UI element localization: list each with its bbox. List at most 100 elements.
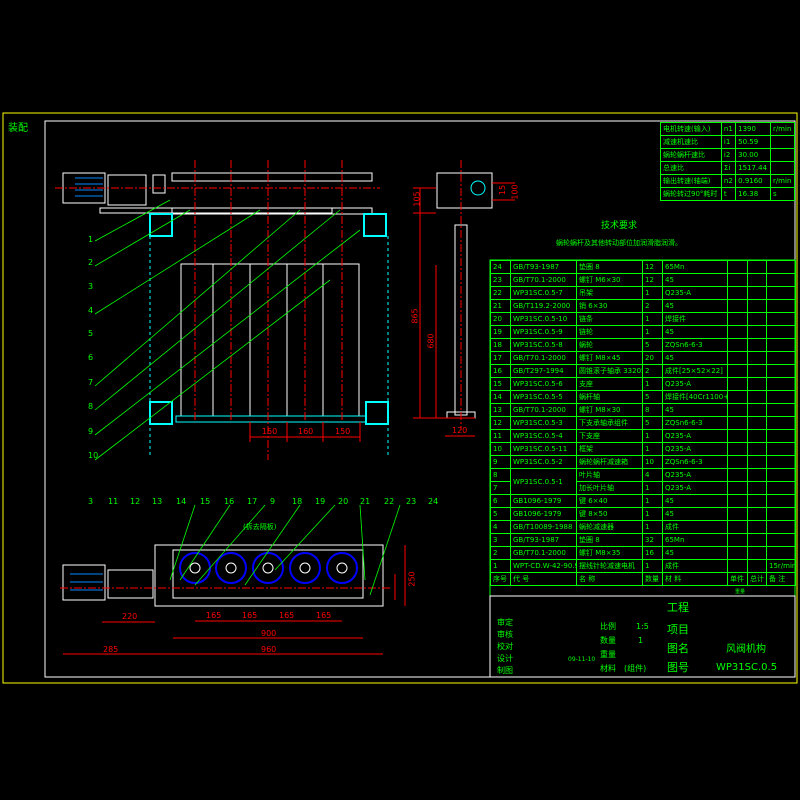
part-single-weight — [727, 403, 748, 417]
part-single-weight — [727, 546, 748, 560]
part-qty: 16 — [642, 546, 663, 560]
part-note — [766, 481, 796, 495]
part-material: 45 — [662, 494, 728, 508]
part-single-weight — [727, 520, 748, 534]
part-single-weight — [727, 455, 748, 469]
part-single-weight — [727, 377, 748, 391]
top-view — [60, 504, 406, 655]
leader-label: 11 — [108, 497, 119, 506]
part-note — [766, 533, 796, 547]
part-material: 成件 — [662, 559, 728, 573]
leader-label: 15 — [200, 497, 211, 506]
part-qty: 2 — [642, 364, 663, 378]
part-single-weight — [727, 351, 748, 365]
role-label: 审定 — [497, 618, 513, 627]
part-single-weight — [727, 364, 748, 378]
part-single-weight — [727, 507, 748, 521]
spec-val: 0.9160 — [735, 174, 771, 188]
part-code: WPT-CD.W-42-90.90-Y1-0° — [510, 559, 577, 573]
part-name: 支座 — [576, 377, 643, 391]
part-qty: 1 — [642, 429, 663, 443]
dim-top-285: 285 — [103, 645, 119, 654]
role-label: 制图 — [497, 666, 513, 675]
leader-label: 9 — [88, 427, 94, 436]
part-no: 19 — [490, 325, 511, 339]
part-code: WP31SC.0.5-5 — [510, 390, 577, 404]
spec-sym: n2 — [720, 174, 737, 188]
dim-side-15: 15 — [498, 184, 508, 196]
dim-top-165c: 165 — [279, 611, 295, 620]
dim-top-165b: 165 — [242, 611, 258, 620]
dim-front-2: 160 — [298, 427, 314, 436]
part-material: 45 — [662, 351, 728, 365]
part-single-weight — [727, 286, 748, 300]
part-name: 螺钉 M8×30 — [576, 403, 643, 417]
spec-val: 16.38 — [735, 187, 771, 201]
leader-label: 17 — [247, 497, 258, 506]
part-qty: 1 — [642, 481, 663, 495]
part-single-weight — [727, 338, 748, 352]
part-total-weight — [747, 520, 767, 534]
part-qty: 32 — [642, 533, 663, 547]
part-total-weight — [747, 364, 767, 378]
part-name: 蜗轮蜗杆减速箱 — [576, 455, 643, 469]
part-qty: 12 — [642, 260, 663, 274]
part-single-weight — [727, 481, 748, 495]
side-view — [413, 160, 515, 437]
part-code: WP31SC.0.5-4 — [510, 429, 577, 443]
dim-top-250: 250 — [407, 571, 417, 587]
spec-unit — [769, 161, 796, 175]
part-note — [766, 338, 796, 352]
part-no: 5 — [490, 507, 511, 521]
part-code: GB/T297-1994 — [510, 364, 577, 378]
spec-unit — [769, 148, 796, 162]
role-label: 审核 — [497, 630, 513, 639]
part-note — [766, 286, 796, 300]
part-note — [766, 403, 796, 417]
leader-label: 19 — [315, 497, 326, 506]
dim-front-1: 150 — [262, 427, 278, 436]
part-no: 9 — [490, 455, 511, 469]
part-note — [766, 299, 796, 313]
part-no: 18 — [490, 338, 511, 352]
part-note — [766, 416, 796, 430]
part-material: Q235-A — [662, 377, 728, 391]
part-code: GB/T70.1-2000 — [510, 273, 577, 287]
spec-unit: r/min — [769, 174, 796, 188]
part-material: 45 — [662, 507, 728, 521]
part-material: 45 — [662, 325, 728, 339]
item-label: 项目 — [667, 623, 689, 636]
part-code: GB1096-1979 — [510, 507, 577, 521]
leader-label: 9 — [270, 497, 276, 506]
part-qty: 1 — [642, 286, 663, 300]
spec-param: 蜗轮蜗杆速比 — [660, 148, 722, 162]
dim-side-865: 865 — [410, 308, 420, 324]
hdr-no: 序号 — [490, 572, 511, 586]
part-material: 焊接件[40Cr1100+Q235-A] — [662, 390, 728, 404]
part-single-weight — [727, 494, 748, 508]
dim-side-120: 120 — [452, 426, 468, 435]
part-qty: 1 — [642, 559, 663, 573]
leader-label: 20 — [338, 497, 349, 506]
part-total-weight — [747, 481, 767, 495]
part-code: WP31SC.0.5-3 — [510, 416, 577, 430]
material-value: (组件) — [624, 664, 647, 673]
part-no: 3 — [490, 533, 511, 547]
part-note — [766, 260, 796, 274]
part-material: 45 — [662, 403, 728, 417]
part-material: 45 — [662, 299, 728, 313]
part-note — [766, 273, 796, 287]
part-code: WP31SC.0.5-8 — [510, 338, 577, 352]
part-name: 吊架 — [576, 286, 643, 300]
part-material: Q235-A — [662, 468, 728, 482]
